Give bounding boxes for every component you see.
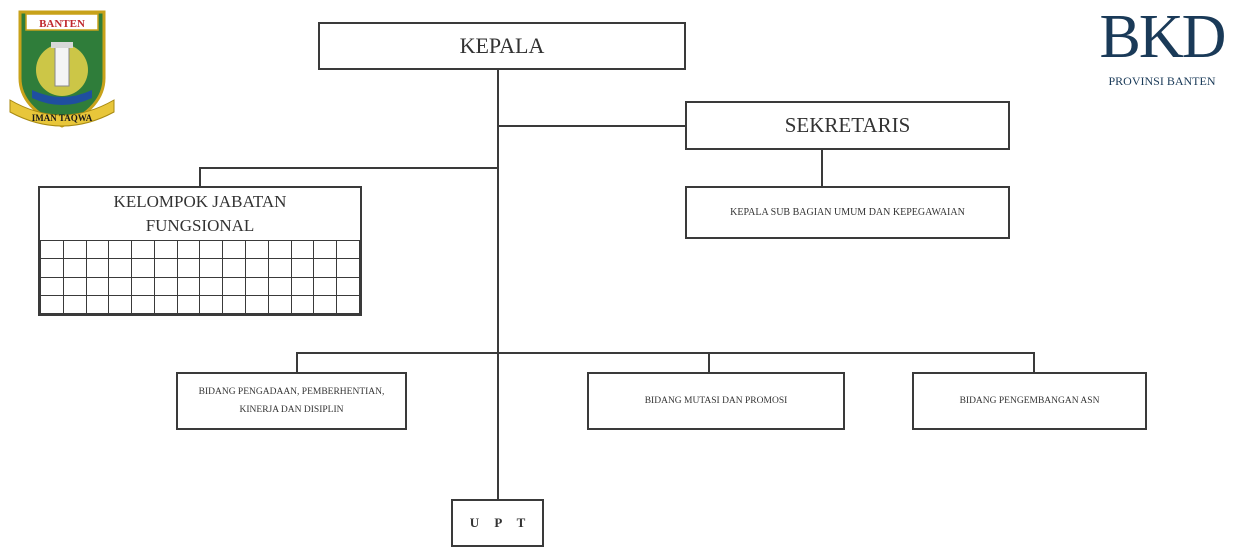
kelompok-jabatan-grid-cell (245, 258, 269, 278)
kelompok-jabatan-grid-cell (62, 294, 87, 315)
kelompok-jabatan-grid-row (40, 276, 360, 296)
kepala-box: KEPALA (318, 22, 686, 70)
kelompok-jabatan-grid-cell (267, 239, 292, 260)
kelompok-jabatan-grid-cell (176, 294, 201, 315)
kelompok-jabatan-grid-cell (267, 258, 292, 278)
kelompok-jabatan-grid-cell (290, 258, 315, 278)
kelompok-jabatan-grid-cell (131, 276, 155, 296)
subbag-umum-label: KEPALA SUB BAGIAN UMUM DAN KEPEGAWAIAN (730, 207, 965, 218)
kelompok-jabatan-grid-cell (222, 294, 247, 315)
kelompok-jabatan-grid-cell (199, 294, 224, 315)
connector-bidang3-drop (1033, 352, 1035, 372)
kelompok-jabatan-grid-cell (85, 294, 110, 315)
emblem-banner-top: BANTEN (39, 18, 85, 30)
kelompok-jabatan-grid-cell (313, 294, 338, 315)
kelompok-jabatan-grid-cell (245, 294, 269, 315)
kelompok-jabatan-grid-cell (108, 276, 133, 296)
kelompok-jabatan-grid-cell (108, 239, 133, 260)
kelompok-jabatan-grid-cell (153, 239, 178, 260)
connector-to-kelompok (199, 167, 499, 169)
kelompok-jabatan-grid-cell (267, 276, 292, 296)
kelompok-jabatan-grid-cell (222, 276, 247, 296)
bidang-pengadaan-label: BIDANG PENGADAAN, PEMBERHENTIAN, KINERJA… (198, 387, 385, 415)
bidang-mutasi-label: BIDANG MUTASI DAN PROMOSI (644, 396, 788, 406)
kelompok-jabatan-label: KELOMPOK JABATAN FUNGSIONAL (113, 192, 287, 235)
kelompok-jabatan-grid-cell (108, 294, 133, 315)
kelompok-jabatan-grid-cell (40, 294, 64, 315)
bidang-pengembangan-box: BIDANG PENGEMBANGAN ASN (912, 372, 1147, 430)
kelompok-jabatan-grid-cell (290, 276, 315, 296)
kelompok-jabatan-grid-row (40, 239, 360, 260)
kelompok-jabatan-box: KELOMPOK JABATAN FUNGSIONAL (38, 186, 362, 316)
emblem-banner-bottom: IMAN TAQWA (32, 113, 93, 123)
kepala-label: KEPALA (459, 33, 545, 58)
bidang-pengadaan-box: BIDANG PENGADAAN, PEMBERHENTIAN, KINERJA… (176, 372, 407, 430)
kelompok-jabatan-grid-cell (267, 294, 292, 315)
kelompok-jabatan-grid-cell (313, 258, 338, 278)
subbag-umum-box: KEPALA SUB BAGIAN UMUM DAN KEPEGAWAIAN (685, 186, 1010, 239)
kelompok-jabatan-grid-cell (131, 239, 155, 260)
kelompok-jabatan-grid-cell (176, 258, 201, 278)
sekretaris-box: SEKRETARIS (685, 101, 1010, 150)
bkd-logo-title: BKD (1099, 3, 1227, 71)
bidang-pengembangan-label: BIDANG PENGEMBANGAN ASN (959, 396, 1100, 406)
kelompok-jabatan-grid-cell (290, 294, 315, 315)
kelompok-jabatan-grid-cell (131, 294, 155, 315)
kelompok-jabatan-grid-cell (199, 276, 224, 296)
kelompok-jabatan-grid-cell (85, 276, 110, 296)
bidang-mutasi-box: BIDANG MUTASI DAN PROMOSI (587, 372, 845, 430)
sekretaris-label: SEKRETARIS (784, 113, 911, 137)
connector-bidang1-drop (296, 352, 298, 372)
connector-kelompok-drop (199, 167, 201, 187)
kelompok-jabatan-grid-cell (199, 258, 224, 278)
kelompok-jabatan-grid (40, 239, 360, 315)
kelompok-jabatan-grid-cell (153, 258, 178, 278)
kelompok-jabatan-grid-cell (62, 239, 87, 260)
bkd-logo-subtitle: PROVINSI BANTEN (1108, 74, 1216, 88)
kelompok-jabatan-grid-cell (40, 239, 64, 260)
kelompok-jabatan-grid-cell (153, 276, 178, 296)
kelompok-jabatan-grid-cell (336, 239, 360, 260)
kelompok-jabatan-grid-cell (40, 276, 64, 296)
banten-emblem-icon: BANTEN IMAN TAQWA (9, 10, 115, 128)
kelompok-jabatan-grid-cell (336, 258, 360, 278)
kelompok-jabatan-grid-cell (199, 239, 224, 260)
kelompok-jabatan-grid-cell (176, 239, 201, 260)
kelompok-jabatan-grid-cell (313, 276, 338, 296)
kelompok-jabatan-grid-row (40, 258, 360, 278)
kelompok-jabatan-grid-cell (85, 258, 110, 278)
kelompok-jabatan-grid-cell (40, 258, 64, 278)
kelompok-jabatan-grid-cell (336, 294, 360, 315)
kelompok-jabatan-grid-cell (290, 239, 315, 260)
kelompok-jabatan-grid-cell (108, 258, 133, 278)
kelompok-jabatan-grid-cell (336, 276, 360, 296)
connector-bidang2-drop (708, 352, 710, 372)
kelompok-jabatan-grid-row (40, 294, 360, 315)
kelompok-jabatan-grid-cell (222, 258, 247, 278)
kelompok-jabatan-grid-cell (176, 276, 201, 296)
kelompok-jabatan-grid-cell (85, 239, 110, 260)
kelompok-jabatan-grid-cell (313, 239, 338, 260)
connector-main-vertical (497, 70, 499, 500)
upt-box: U P T (451, 499, 544, 547)
kelompok-jabatan-grid-cell (131, 258, 155, 278)
kelompok-jabatan-grid-cell (222, 239, 247, 260)
upt-label: U P T (469, 515, 532, 530)
kelompok-jabatan-grid-cell (62, 276, 87, 296)
connector-to-sekretaris (497, 125, 685, 127)
connector-bidang-bar (296, 352, 1035, 354)
kelompok-jabatan-grid-cell (62, 258, 87, 278)
kelompok-jabatan-grid-cell (153, 294, 178, 315)
bkd-logo: BKD PROVINSI BANTEN (1082, 6, 1242, 96)
kelompok-jabatan-grid-cell (245, 239, 269, 260)
kelompok-jabatan-grid-cell (245, 276, 269, 296)
connector-sekretaris-subbag (821, 150, 823, 186)
